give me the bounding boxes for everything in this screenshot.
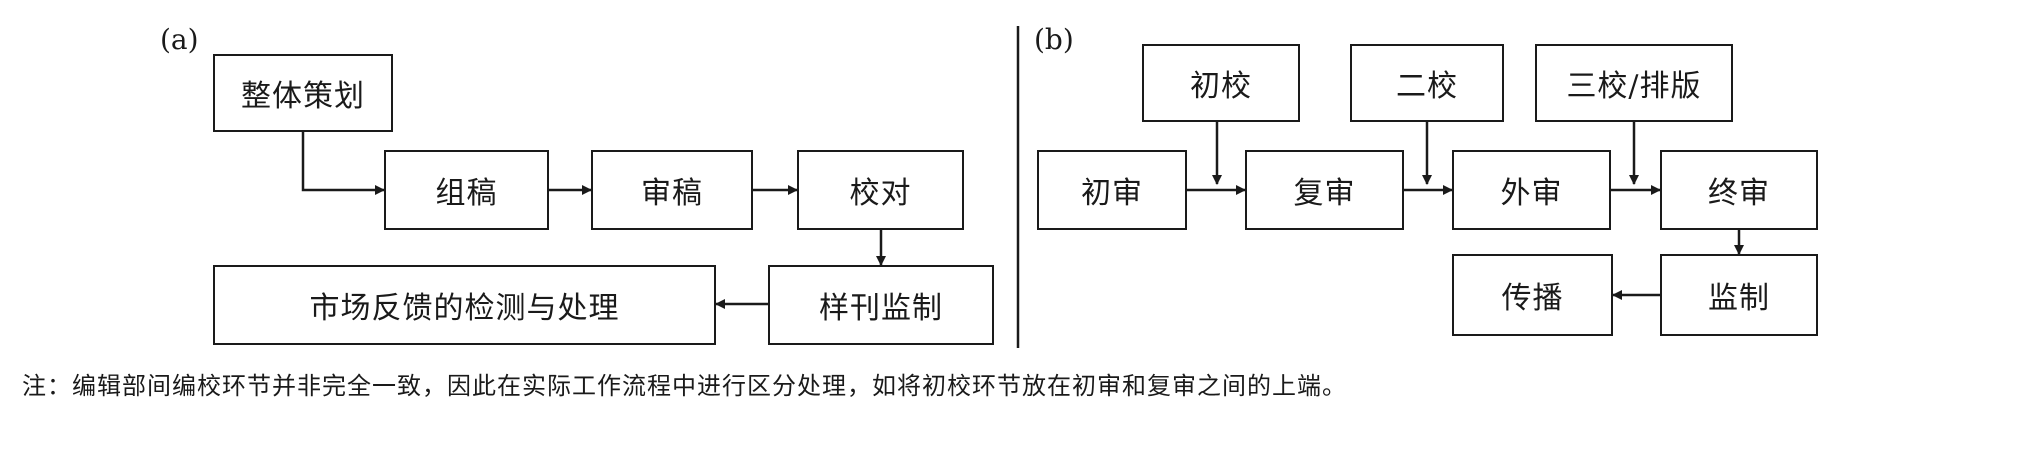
node-sample-supervision: 样刊监制 [768, 265, 994, 345]
node-proof1: 初校 [1142, 44, 1300, 122]
node-review1: 初审 [1037, 150, 1187, 230]
node-spread: 传播 [1452, 254, 1613, 336]
node-review: 审稿 [591, 150, 753, 230]
node-market-feedback: 市场反馈的检测与处理 [213, 265, 716, 345]
footnote: 注：编辑部间编校环节并非完全一致，因此在实际工作流程中进行区分处理，如将初校环节… [22, 372, 1347, 400]
node-final-review: 终审 [1660, 150, 1818, 230]
node-proof2: 二校 [1350, 44, 1504, 122]
node-external-review: 外审 [1452, 150, 1611, 230]
node-proof3-typeset: 三校/排版 [1535, 44, 1733, 122]
node-manuscript: 组稿 [384, 150, 549, 230]
node-supervise: 监制 [1660, 254, 1818, 336]
node-review2: 复审 [1245, 150, 1404, 230]
node-proofread: 校对 [797, 150, 964, 230]
node-planning: 整体策划 [213, 54, 393, 132]
panel-a-label: (a) [160, 23, 199, 56]
arrow-planning-to-manuscript [301, 132, 385, 195]
panel-b-label: (b) [1034, 23, 1074, 56]
